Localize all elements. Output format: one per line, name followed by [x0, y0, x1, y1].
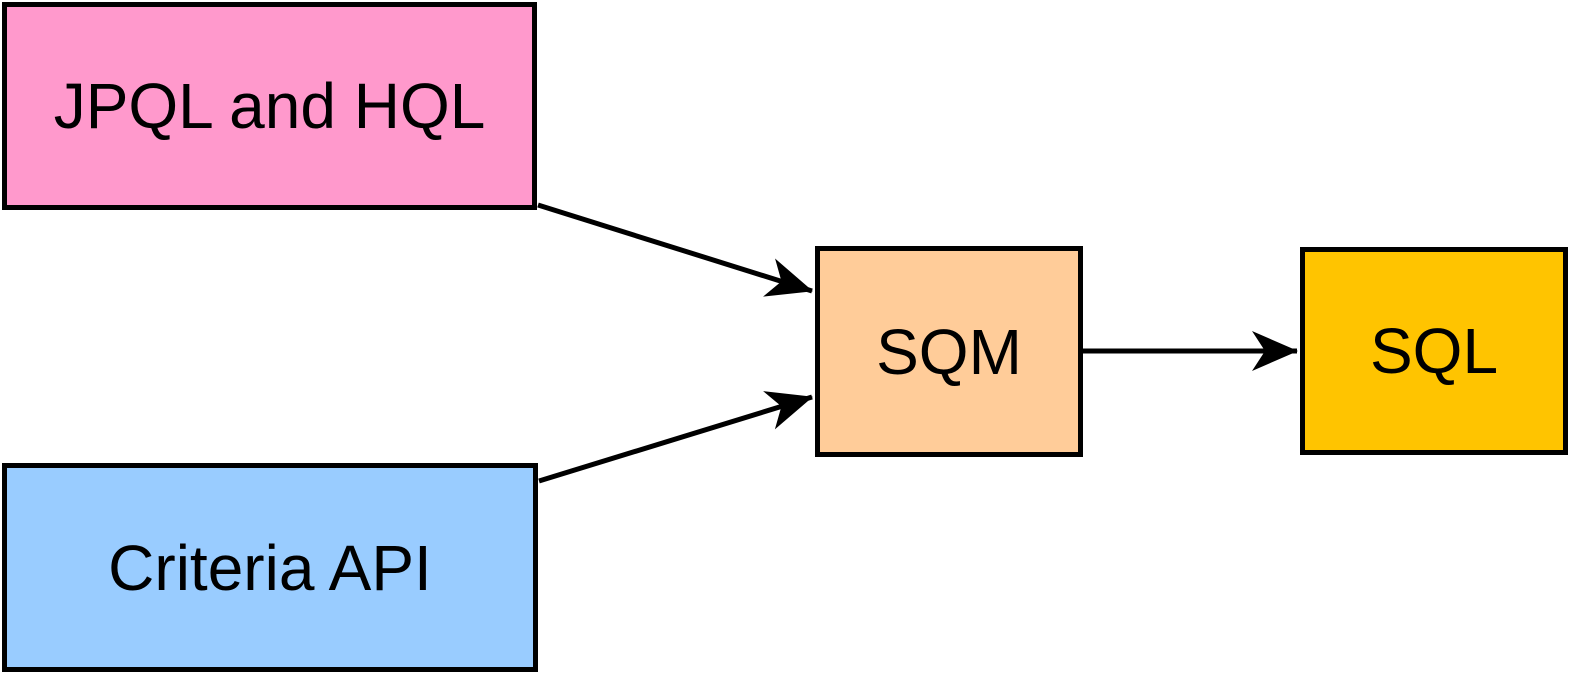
node-sqm-label: SQM: [876, 315, 1022, 388]
node-sqm: SQM: [815, 246, 1083, 457]
node-sql-label: SQL: [1369, 315, 1499, 387]
edge-jpql-hql-to-sqm: [537, 202, 813, 297]
node-criteria-api-label: Criteria API: [108, 531, 432, 604]
node-criteria-api: Criteria API: [2, 463, 538, 672]
node-sql: SQL: [1300, 247, 1568, 455]
node-jpql-and-hql-label: JPQL and HQL: [53, 70, 486, 142]
node-jpql-and-hql: JPQL and HQL: [2, 2, 537, 210]
edge-criteria-api-to-sqm: [538, 391, 813, 484]
